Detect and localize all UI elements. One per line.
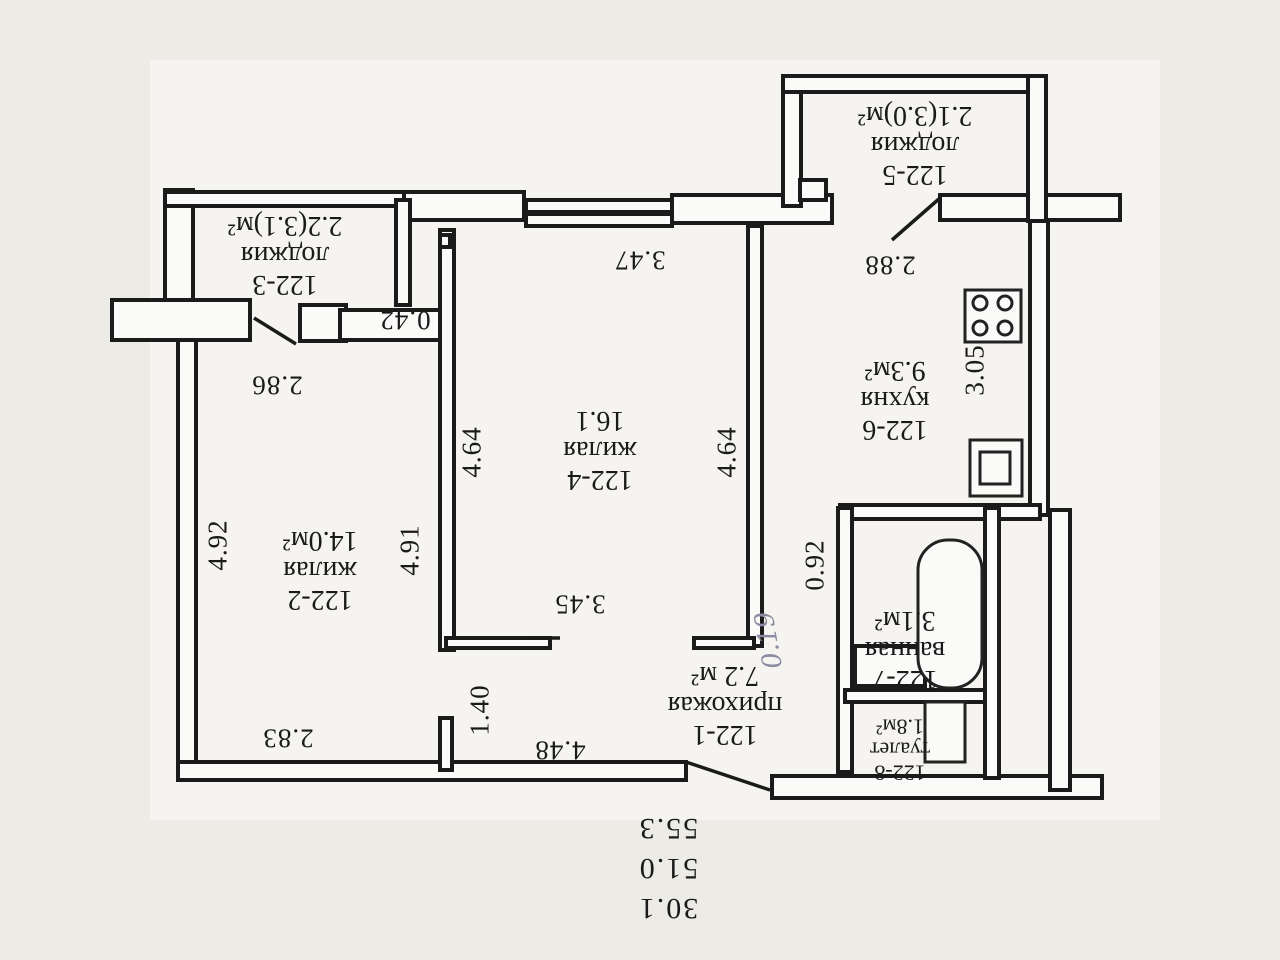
dim-4-64-left: 4.64 [456, 426, 487, 478]
dim-0-92: 0.92 [799, 539, 830, 591]
total-area-55-3: 55.3 [637, 812, 699, 845]
dim-1-40: 1.40 [464, 684, 495, 736]
dim-0-42: 0.42 [379, 305, 431, 336]
total-area-30-1: 30.1 [637, 892, 699, 925]
dim-3-45: 3.45 [554, 589, 606, 620]
dim-4-64-right: 4.64 [711, 426, 742, 478]
dim-4-48: 4.48 [534, 735, 586, 766]
bathtub [916, 538, 984, 690]
doors [253, 196, 942, 792]
kitchen-stove [963, 288, 1023, 344]
toilet [923, 700, 967, 764]
dim-4-91: 4.91 [394, 524, 425, 576]
dim-3-05: 3.05 [959, 344, 990, 396]
dim-4-92: 4.92 [202, 519, 233, 571]
dim-2-83: 2.83 [262, 723, 314, 754]
dim-2-88: 2.88 [864, 250, 916, 281]
dim-3-47: 3.47 [614, 245, 666, 276]
dim-2-86: 2.86 [251, 370, 303, 401]
interior-walls [438, 224, 1042, 780]
total-area-51-0: 51.0 [637, 852, 699, 885]
kitchen-sink [968, 438, 1024, 498]
